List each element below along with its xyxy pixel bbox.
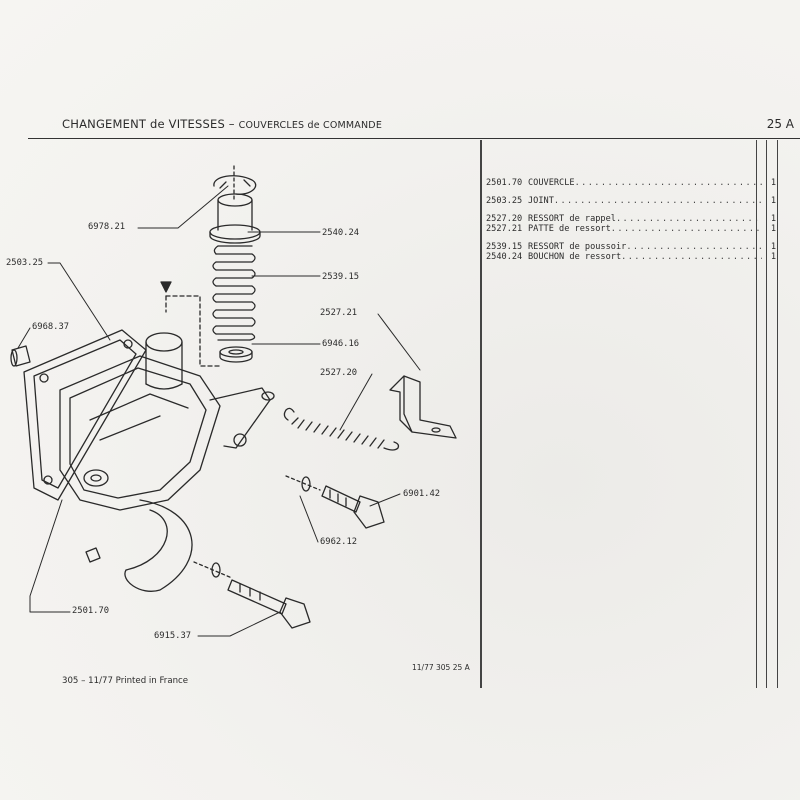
return-spring-drawing <box>283 407 400 451</box>
page-footer: 305 – 11/77 Printed in France <box>62 676 189 686</box>
part-desc: JOINT <box>528 196 554 206</box>
part-desc: RESSORT de rappel <box>528 214 616 224</box>
gasket-drawing <box>23 329 147 501</box>
circlip-drawing <box>213 165 257 201</box>
callout-6901-42: 6901.42 <box>403 489 441 499</box>
callout-6915-37: 6915.37 <box>154 631 192 641</box>
part-desc: BOUCHON de ressort <box>528 252 622 262</box>
callout-6968-37: 6968.37 <box>32 322 70 332</box>
part-qty: 1 <box>770 224 776 234</box>
part-ref: 2501.70 <box>486 178 523 188</box>
cover-body-drawing <box>59 332 275 592</box>
divider-qty-right <box>777 140 778 688</box>
parts-list: 2501.70 COUVERCLE 1 2503.25 JOINT 1 2527… <box>486 178 776 262</box>
print-code: 11/77 305 25 A <box>412 663 470 672</box>
callout-2540-24: 2540.24 <box>322 228 360 238</box>
part-row: 2527.21 PATTE de ressort 1 <box>486 224 776 234</box>
title-separator: – <box>224 117 239 131</box>
part-desc: RESSORT de poussoir <box>528 242 627 252</box>
dowel-pin-drawing <box>10 345 31 367</box>
screw-long-drawing <box>193 561 311 629</box>
page-number: 25 A <box>766 117 794 131</box>
part-row: 2503.25 JOINT 1 <box>486 196 776 206</box>
title-sub: COUVERCLES de COMMANDE <box>238 120 383 131</box>
callout-6978-21: 6978.21 <box>88 222 126 232</box>
divider-left <box>480 140 482 688</box>
callout-2527-20: 2527.20 <box>320 368 358 378</box>
part-qty: 1 <box>770 242 776 252</box>
divider-qty-left <box>756 140 757 688</box>
divider-qty-mid <box>766 140 767 688</box>
page-title: CHANGEMENT de VITESSES – COUVERCLES de C… <box>62 117 382 131</box>
callout-6946-16: 6946.16 <box>322 339 360 349</box>
spring-plug-drawing <box>209 193 261 244</box>
callout-6962-12: 6962.12 <box>320 537 358 547</box>
part-desc: COUVERCLE <box>528 178 575 188</box>
screw-short-drawing <box>285 475 385 529</box>
washer-drawing <box>219 346 253 363</box>
insertion-guide <box>165 295 223 367</box>
plunger-spring-drawing <box>212 245 256 341</box>
part-qty: 1 <box>770 252 776 262</box>
callout-2527-21: 2527.21 <box>320 308 358 318</box>
part-qty: 1 <box>770 196 776 206</box>
part-ref: 2527.20 <box>486 214 523 224</box>
part-qty: 1 <box>770 178 776 188</box>
part-desc: PATTE de ressort <box>528 224 611 234</box>
part-qty: 1 <box>770 214 776 224</box>
callout-2501-70: 2501.70 <box>72 606 110 616</box>
part-ref: 2539.15 <box>486 242 523 252</box>
part-row: 2501.70 COUVERCLE 1 <box>486 178 776 188</box>
arrow-down-icon <box>160 281 172 293</box>
part-row: 2527.20 RESSORT de rappel 1 <box>486 214 776 224</box>
part-row: 2540.24 BOUCHON de ressort 1 <box>486 252 776 262</box>
part-row: 2539.15 RESSORT de poussoir 1 <box>486 242 776 252</box>
leader-lines <box>17 185 421 637</box>
part-ref: 2503.25 <box>486 196 523 206</box>
spring-bracket-drawing <box>389 375 457 439</box>
page-header: CHANGEMENT de VITESSES – COUVERCLES de C… <box>28 108 800 139</box>
callout-2539-15: 2539.15 <box>322 272 360 282</box>
part-ref: 2540.24 <box>486 252 523 262</box>
part-ref: 2527.21 <box>486 224 523 234</box>
callout-2503-25: 2503.25 <box>6 258 44 268</box>
title-main: CHANGEMENT de VITESSES <box>62 117 225 131</box>
